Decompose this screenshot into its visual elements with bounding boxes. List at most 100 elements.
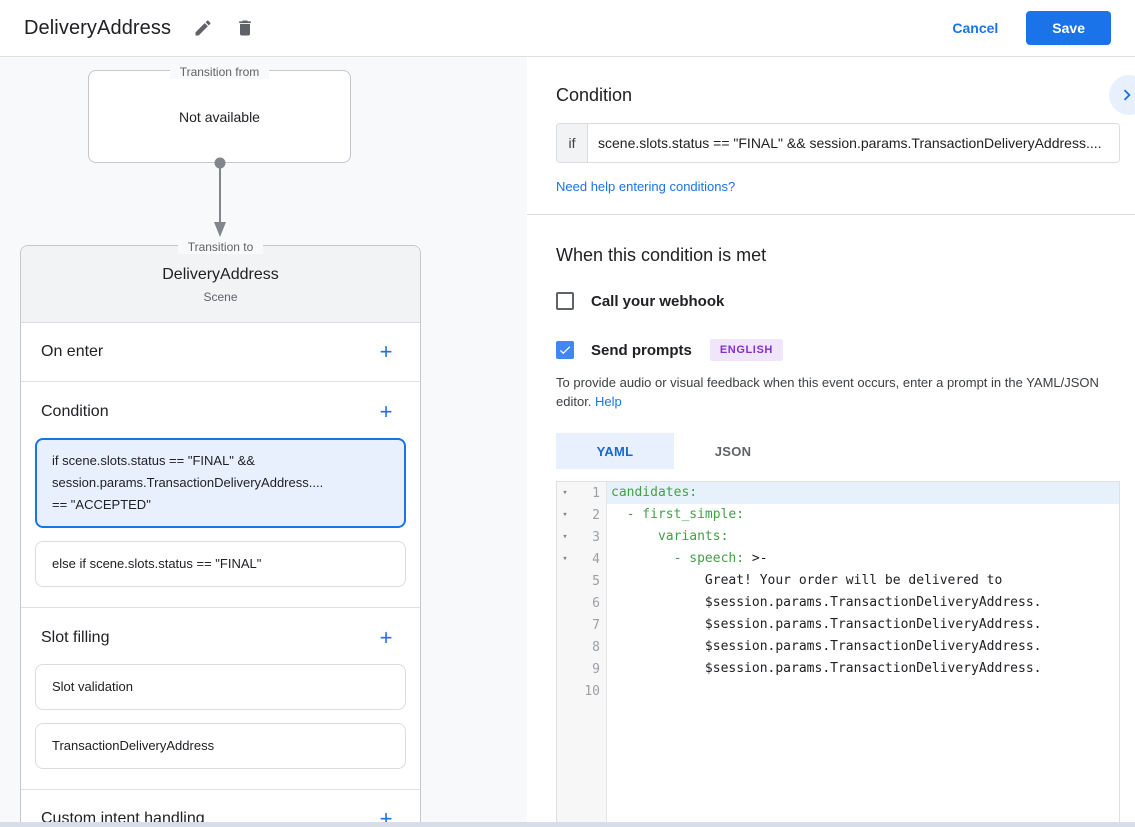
editor-code-area[interactable]: candidates: - first_simple: variants: - …: [607, 482, 1119, 826]
line-number: 9: [592, 661, 600, 677]
line-number: 1: [592, 485, 600, 501]
fold-arrow-icon[interactable]: ▾: [562, 554, 568, 564]
slot-card[interactable]: TransactionDeliveryAddress: [35, 723, 406, 769]
code-line[interactable]: - speech: >-: [607, 548, 1119, 570]
condition-card-selected[interactable]: if scene.slots.status == "FINAL" && sess…: [35, 438, 406, 528]
send-prompts-row: Send prompts ENGLISH: [556, 339, 1135, 361]
fold-arrow-icon[interactable]: ▾: [562, 510, 568, 520]
gutter-row: ▾2: [557, 504, 606, 526]
chevron-right-icon: [1123, 89, 1131, 101]
page-title: DeliveryAddress: [24, 16, 172, 39]
add-condition-icon[interactable]: +: [379, 399, 393, 424]
code-line[interactable]: $session.params.TransactionDeliveryAddre…: [607, 614, 1119, 636]
on-enter-label: On enter: [41, 343, 104, 360]
code-line[interactable]: candidates:: [607, 482, 1119, 504]
line-number: 2: [592, 507, 600, 523]
code-line[interactable]: $session.params.TransactionDeliveryAddre…: [607, 636, 1119, 658]
line-number: 10: [584, 683, 600, 699]
gutter-row: ▾1: [557, 482, 606, 504]
transition-from-box: Transition from Not available: [88, 65, 351, 163]
cancel-button[interactable]: Cancel: [952, 20, 999, 36]
gutter-row: 6: [557, 592, 606, 614]
delete-icon[interactable]: [235, 18, 255, 38]
save-button[interactable]: Save: [1026, 11, 1111, 45]
send-prompts-label: Send prompts: [591, 341, 692, 359]
code-line[interactable]: $session.params.TransactionDeliveryAddre…: [607, 592, 1119, 614]
gutter-row: 9: [557, 658, 606, 680]
code-line[interactable]: [607, 680, 1119, 702]
condition-card[interactable]: else if scene.slots.status == "FINAL": [35, 541, 406, 587]
code-token: candidates:: [611, 485, 698, 500]
condition-detail-panel: Condition if Need help entering conditio…: [527, 57, 1135, 827]
if-prefix-label: if: [557, 124, 588, 162]
code-token: - speech:: [611, 551, 745, 566]
gutter-row: ▾4: [557, 548, 606, 570]
transition-arrow: [214, 157, 226, 237]
language-badge: ENGLISH: [709, 339, 783, 361]
call-webhook-checkbox[interactable]: [556, 292, 574, 310]
code-token: $session.params.TransactionDeliveryAddre…: [611, 617, 1042, 632]
code-line[interactable]: - first_simple:: [607, 504, 1119, 526]
line-number: 6: [592, 595, 600, 611]
add-slot-icon[interactable]: +: [379, 625, 393, 650]
tab-yaml[interactable]: YAML: [556, 433, 674, 469]
transition-to-legend: Transition to: [21, 238, 420, 256]
code-token: >-: [744, 551, 768, 566]
webhook-row: Call your webhook: [556, 292, 1135, 310]
transition-from-value: Not available: [179, 108, 260, 125]
code-token: variants:: [611, 529, 729, 544]
check-icon: [559, 346, 571, 355]
condition-help-link[interactable]: Need help entering conditions?: [556, 179, 736, 194]
line-number: 4: [592, 551, 600, 567]
slot-filling-section-header: Slot filling +: [21, 618, 420, 658]
condition-section-label: Condition: [41, 403, 109, 420]
scene-card-header[interactable]: DeliveryAddress Scene: [21, 246, 420, 323]
gutter-row: 5: [557, 570, 606, 592]
line-number: 8: [592, 639, 600, 655]
code-token: - first_simple:: [611, 507, 745, 522]
code-token: Great! Your order will be delivered to: [611, 573, 1003, 588]
slot-validation-card[interactable]: Slot validation: [35, 664, 406, 710]
line-number: 5: [592, 573, 600, 589]
slot-filling-section: Slot filling + Slot validation Transacti…: [21, 608, 420, 789]
divider: [21, 789, 420, 790]
help-link[interactable]: Help: [595, 394, 622, 409]
code-line[interactable]: Great! Your order will be delivered to: [607, 570, 1119, 592]
line-number: 7: [592, 617, 600, 633]
divider: [21, 607, 420, 608]
code-line[interactable]: variants:: [607, 526, 1119, 548]
scene-graph-panel: Transition from Not available Transition…: [0, 57, 527, 827]
condition-expression-input[interactable]: [588, 124, 1119, 162]
condition-detail-header: Condition: [556, 75, 1135, 115]
code-token: $session.params.TransactionDeliveryAddre…: [611, 595, 1042, 610]
gutter-row: 8: [557, 636, 606, 658]
scene-name: DeliveryAddress: [162, 266, 279, 283]
code-line[interactable]: $session.params.TransactionDeliveryAddre…: [607, 658, 1119, 680]
prompt-helper-body: To provide audio or visual feedback when…: [556, 375, 1099, 409]
call-webhook-label: Call your webhook: [591, 292, 725, 310]
fold-arrow-icon[interactable]: ▾: [562, 532, 568, 542]
code-token: $session.params.TransactionDeliveryAddre…: [611, 661, 1042, 676]
divider: [21, 381, 420, 382]
code-token: $session.params.TransactionDeliveryAddre…: [611, 639, 1042, 654]
condition-section-header: Condition +: [21, 392, 420, 432]
send-prompts-checkbox[interactable]: [556, 341, 574, 359]
when-condition-title: When this condition is met: [556, 245, 767, 265]
collapse-panel-button[interactable]: [1109, 75, 1135, 115]
on-enter-row: On enter +: [21, 323, 420, 381]
horizontal-scrollbar[interactable]: [0, 822, 1135, 827]
condition-expression-row: if: [556, 123, 1120, 163]
scene-type-label: Scene: [203, 290, 238, 304]
prompt-helper-text: To provide audio or visual feedback when…: [556, 373, 1115, 411]
edit-icon[interactable]: [193, 18, 213, 38]
top-bar: DeliveryAddress Cancel Save: [0, 0, 1135, 57]
divider: [527, 214, 1135, 215]
fold-arrow-icon[interactable]: ▾: [562, 488, 568, 498]
gutter-row: ▾3: [557, 526, 606, 548]
add-on-enter-icon[interactable]: +: [379, 339, 393, 364]
gutter-row: 7: [557, 614, 606, 636]
tab-json[interactable]: JSON: [714, 443, 752, 459]
